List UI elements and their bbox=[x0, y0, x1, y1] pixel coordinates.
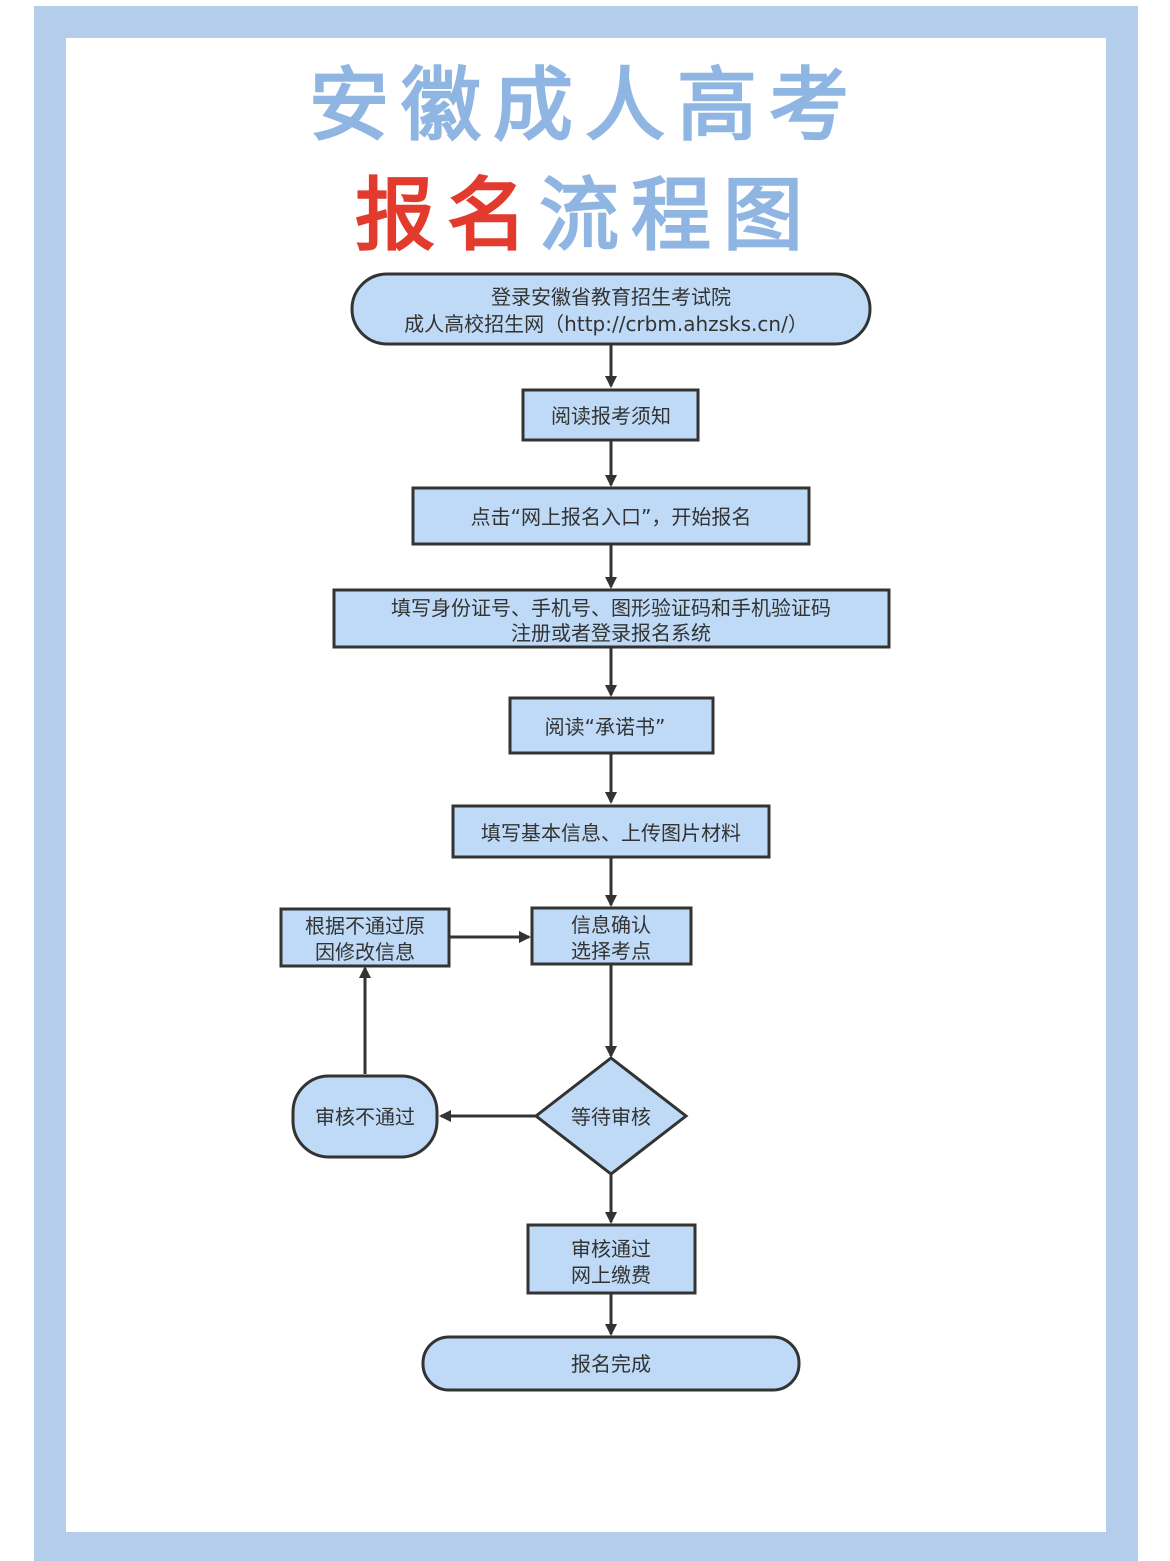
label-login-1: 登录安徽省教育招生考试院 bbox=[491, 285, 731, 309]
label-confirm-2: 选择考点 bbox=[571, 939, 651, 963]
node-rejected bbox=[291, 1074, 439, 1159]
node-read-notice bbox=[521, 388, 700, 442]
connectors bbox=[359, 345, 617, 1336]
node-fill-id bbox=[332, 588, 891, 649]
label-modify-2: 因修改信息 bbox=[315, 940, 415, 964]
title-line-2: 报名流程图 bbox=[0, 168, 1170, 264]
label-fill-id-1: 填写身份证号、手机号、图形验证码和手机验证码 bbox=[391, 596, 831, 620]
label-login-2: 成人高校招生网（http://crbm.ahzsks.cn/） bbox=[404, 312, 808, 336]
title-line-1: 安徽成人高考 bbox=[309, 59, 861, 152]
label-fill-info: 填写基本信息、上传图片材料 bbox=[481, 821, 741, 845]
title-rest: 流程图 bbox=[539, 169, 815, 262]
label-approved-2: 网上缴费 bbox=[571, 1263, 651, 1287]
label-fill-id-2: 注册或者登录报名系统 bbox=[511, 621, 711, 645]
node-approved bbox=[526, 1223, 697, 1295]
label-modify-1: 根据不通过原 bbox=[305, 914, 425, 938]
node-fill-info bbox=[451, 804, 771, 859]
label-confirm-1: 信息确认 bbox=[571, 913, 651, 937]
label-read-pledge: 阅读“承诺书” bbox=[545, 715, 666, 739]
label-done: 报名完成 bbox=[571, 1352, 651, 1376]
label-wait-review: 等待审核 bbox=[571, 1105, 651, 1129]
node-login bbox=[350, 272, 872, 346]
node-read-pledge bbox=[508, 696, 715, 755]
label-rejected: 审核不通过 bbox=[315, 1105, 415, 1129]
node-click-entry bbox=[411, 486, 811, 546]
node-wait-review bbox=[533, 1056, 689, 1176]
label-click-entry: 点击“网上报名入口”，开始报名 bbox=[471, 505, 752, 529]
node-done bbox=[421, 1335, 801, 1392]
node-confirm bbox=[530, 906, 693, 966]
title-highlight: 报名 bbox=[355, 169, 539, 262]
label-read-notice: 阅读报考须知 bbox=[551, 404, 671, 428]
node-modify bbox=[279, 907, 451, 968]
label-approved-1: 审核通过 bbox=[571, 1237, 651, 1261]
